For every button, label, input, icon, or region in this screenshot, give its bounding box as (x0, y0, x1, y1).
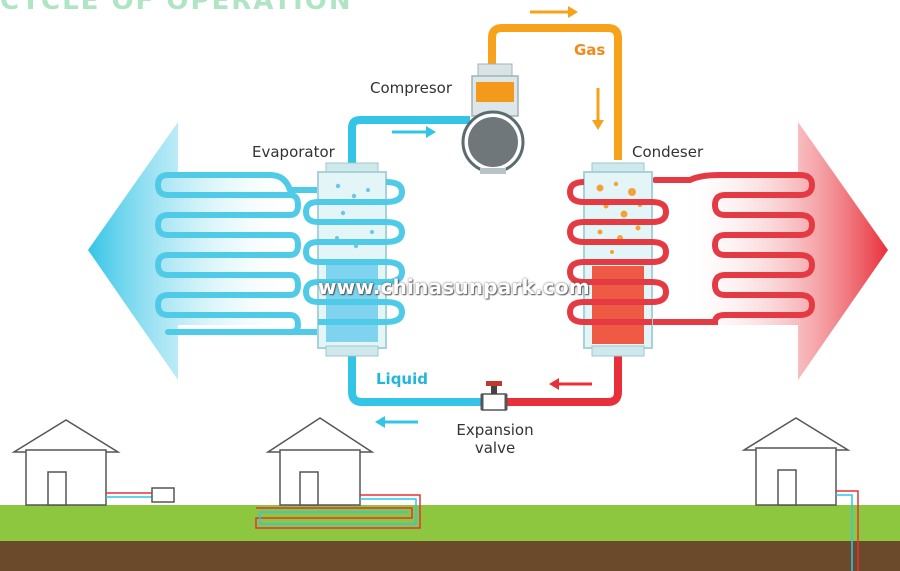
hot-air-arrow (680, 122, 888, 380)
compressor-icon (461, 63, 525, 174)
expansion-valve-label: Expansion valve (455, 421, 535, 457)
condenser-indoor-coil (637, 172, 816, 325)
evaporator-tank-coil (302, 179, 406, 325)
watermark: www.chinasunpark.com (318, 275, 590, 299)
house-icon (11, 419, 175, 506)
expansion-valve-icon (480, 381, 508, 411)
expansion-label-line2: valve (474, 439, 516, 457)
gas-pipe (488, 24, 622, 160)
arrow-icon (375, 6, 604, 428)
liquid-pipe-cold (348, 350, 488, 406)
gas-label: Gas (574, 41, 606, 59)
condenser-tank-coil (566, 179, 670, 325)
house-icon (741, 417, 859, 571)
soil-strip (0, 541, 900, 571)
evaporator-label: Evaporator (252, 143, 335, 161)
title-fragment: CYCLE OF OPERATION (0, 0, 353, 16)
liquid-pipe-hot (500, 348, 622, 406)
condenser-label: Condeser (632, 143, 704, 161)
house-icon (255, 417, 421, 529)
vapor-pipe (348, 116, 470, 168)
liquid-label: Liquid (376, 370, 428, 388)
evaporator-outdoor-coil (154, 172, 323, 335)
expansion-label-line1: Expansion (456, 421, 534, 439)
compressor-label: Compresor (370, 79, 453, 97)
grass-strip (0, 505, 900, 543)
